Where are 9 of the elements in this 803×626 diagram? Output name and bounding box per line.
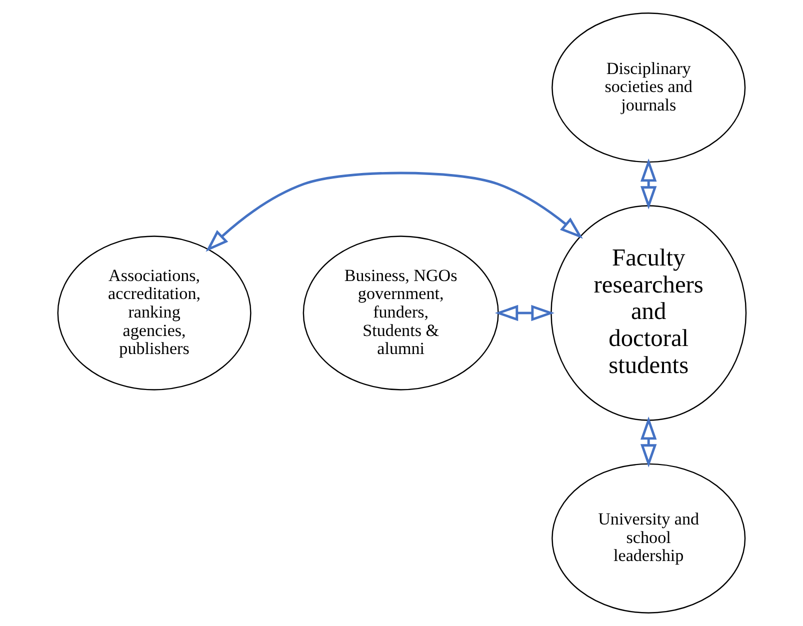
node-ellipse: Disciplinary societies and journals — [551, 12, 746, 163]
arrow — [494, 304, 554, 322]
node-ellipse: Business, NGOs government, funders, Students & alumni — [302, 236, 498, 390]
arrow — [640, 416, 656, 468]
arrow — [640, 158, 656, 210]
node-circle: Faculty researchers and doctoral students — [550, 205, 746, 421]
node-ellipse: Associations, accreditation, ranking agencies, publishers — [56, 236, 251, 390]
arrow — [205, 172, 582, 252]
node-ellipse: University and school leadership — [551, 463, 746, 614]
